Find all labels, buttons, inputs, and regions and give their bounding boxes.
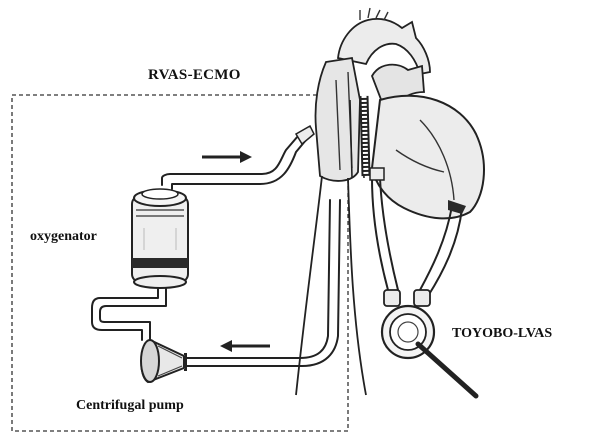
lvas-pump-ring xyxy=(382,290,476,396)
oxygenator-canister xyxy=(132,189,188,288)
rvas-ecmo-label: RVAS-ECMO xyxy=(148,68,241,83)
flow-arrow-bottom xyxy=(220,340,270,352)
oxygenator-label: oxygenator xyxy=(30,230,97,244)
toyobo-lvas-label: TOYOBO-LVAS xyxy=(452,327,552,341)
centrifugal-pump-cone xyxy=(141,340,186,382)
centrifugal-pump-label: Centrifugal pump xyxy=(76,399,184,413)
pa-cannula xyxy=(364,96,366,176)
ra-cannula-tip xyxy=(296,126,314,144)
inferior-vena-cava xyxy=(296,176,366,395)
flow-arrow-top xyxy=(202,151,252,163)
heart-ventricles xyxy=(372,96,484,219)
